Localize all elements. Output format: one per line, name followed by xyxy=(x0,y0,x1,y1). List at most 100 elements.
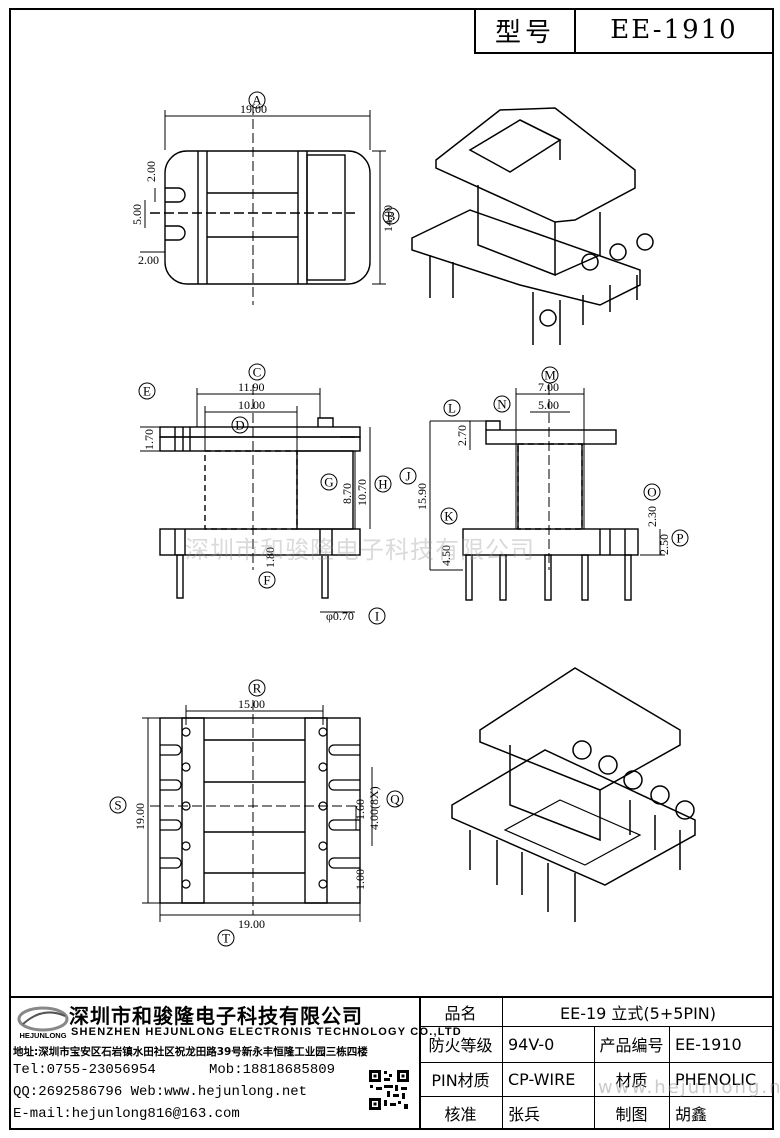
dim-top-width: 19.00 xyxy=(240,102,267,116)
callout-l: L xyxy=(443,399,461,417)
draw-value: 胡鑫 xyxy=(675,1105,708,1124)
svg-text:I: I xyxy=(375,609,379,624)
dim-flange-thick: 1.70 xyxy=(142,429,156,450)
fire-label: 防火等级 xyxy=(428,1036,493,1055)
svg-text:N: N xyxy=(497,397,507,412)
svg-text:F: F xyxy=(263,573,270,588)
model-title-box: 型号 EE-1910 xyxy=(474,8,774,54)
dim-slot-gap: 5.00 xyxy=(130,204,144,225)
dim-bottom-pin-span: 15.00 xyxy=(238,697,265,711)
svg-text:E: E xyxy=(143,384,151,399)
material-value: PHENOLIC xyxy=(675,1069,757,1089)
dim-pin-pitch: 4.00(8X) xyxy=(367,786,381,830)
company-qq-web: QQ:2692586796 Web:www.hejunlong.net xyxy=(13,1084,307,1100)
dim-bottom-width: 19.00 xyxy=(238,917,265,931)
callout-k: K xyxy=(440,507,458,525)
callout-q: Q xyxy=(386,790,404,808)
dim-side-total: 15.90 xyxy=(415,483,429,510)
dim-side-top: 2.70 xyxy=(455,425,469,446)
svg-text:D: D xyxy=(235,418,244,433)
dim-winding-h: 8.70 xyxy=(340,483,354,504)
code-value: EE-1910 xyxy=(675,1034,742,1054)
model-label: 型号 xyxy=(476,8,576,52)
svg-text:H: H xyxy=(378,477,387,492)
svg-text:A: A xyxy=(252,93,262,108)
dim-total-h: 10.70 xyxy=(355,479,369,506)
company-block: HEJUNLONG 深圳市和骏隆电子科技有限公司 SHENZHEN HEJUNL… xyxy=(9,998,461,1130)
name-label: 品名 xyxy=(444,1004,477,1023)
callout-i: I xyxy=(368,607,386,625)
company-tel: Tel:0755-23056954 xyxy=(13,1062,156,1078)
drawing-frame xyxy=(9,8,774,1130)
company-mob: Mob:18818685809 xyxy=(209,1062,336,1078)
fire-value: 94V-0 xyxy=(508,1034,555,1054)
callout-h: H xyxy=(374,475,392,493)
company-qq: QQ:2692586796 xyxy=(13,1084,123,1100)
callout-d: D xyxy=(231,416,249,434)
check-value: 张兵 xyxy=(508,1105,541,1124)
table-vline-2 xyxy=(594,1026,595,1130)
company-web[interactable]: Web:www.hejunlong.net xyxy=(130,1084,308,1100)
qr-code-icon xyxy=(367,1068,411,1112)
draw-label: 制图 xyxy=(615,1105,648,1124)
front-view xyxy=(140,385,371,613)
svg-text:S: S xyxy=(114,798,121,813)
company-name-cn: 深圳市和骏隆电子科技有限公司 xyxy=(69,1004,363,1028)
table-line-3 xyxy=(419,1096,774,1097)
svg-text:G: G xyxy=(324,475,333,490)
model-number: EE-1910 xyxy=(610,15,738,45)
table-vline-3 xyxy=(669,1026,670,1130)
company-name-en: SHENZHEN HEJUNLONG ELECTRONIS TECHNOLOGY… xyxy=(71,1026,462,1038)
callout-o: O xyxy=(643,483,661,501)
pin-value: CP-WIRE xyxy=(508,1069,576,1089)
svg-text:R: R xyxy=(253,681,262,696)
dim-side-pin: 4.50 xyxy=(439,545,453,566)
bottom-view xyxy=(142,700,373,922)
top-view xyxy=(140,105,386,305)
company-email[interactable]: E-mail:hejunlong816@163.com xyxy=(13,1106,240,1122)
table-line-2 xyxy=(419,1062,774,1063)
svg-text:HEJUNLONG: HEJUNLONG xyxy=(19,1031,66,1040)
table-line-1 xyxy=(419,1026,774,1027)
svg-text:Q: Q xyxy=(390,792,400,807)
callout-j: J xyxy=(399,467,417,485)
company-logo-icon: HEJUNLONG xyxy=(17,1006,69,1040)
isometric-bottom xyxy=(451,667,696,922)
dim-slot-lower: 2.00 xyxy=(138,253,159,267)
check-label: 核准 xyxy=(444,1105,477,1124)
table-vline-1 xyxy=(502,998,503,1130)
callout-g: G xyxy=(320,473,338,491)
side-view xyxy=(429,385,665,601)
svg-text:L: L xyxy=(448,401,456,416)
isometric-top xyxy=(411,107,654,345)
callout-b: B xyxy=(382,207,400,225)
callout-c: C xyxy=(248,363,266,381)
dim-side-o: 2.30 xyxy=(645,506,659,527)
callout-p: P xyxy=(671,529,689,547)
dim-pin-hole: 1.60 xyxy=(353,799,367,820)
callout-m: M xyxy=(541,366,559,384)
code-label: 产品编号 xyxy=(599,1036,664,1055)
callout-a: A xyxy=(248,91,266,109)
callout-n: N xyxy=(493,395,511,413)
dim-side-inner: 5.00 xyxy=(538,398,559,412)
watermark-company: 深圳市和骏隆电子科技有限公司 xyxy=(185,536,535,564)
svg-text:K: K xyxy=(444,509,454,524)
dim-pin-dia: φ0.70 xyxy=(326,609,354,623)
dim-front-outer: 11.90 xyxy=(238,380,265,394)
dim-pin-slot: 1.00 xyxy=(353,869,367,890)
pin-label: PIN材质 xyxy=(431,1071,490,1090)
material-label: 材质 xyxy=(615,1071,648,1090)
callout-f: F xyxy=(258,571,276,589)
callout-t: T xyxy=(217,929,235,947)
watermark-url: www.hejunlong.net xyxy=(598,1077,780,1098)
dim-side-p: 2.50 xyxy=(657,534,671,555)
dim-front-inner: 10.00 xyxy=(238,398,265,412)
title-block: HEJUNLONG 深圳市和骏隆电子科技有限公司 SHENZHEN HEJUNL… xyxy=(9,996,774,1130)
name-value: EE-19 立式(5+5PIN) xyxy=(559,1004,717,1023)
callout-r: R xyxy=(248,679,266,697)
svg-text:O: O xyxy=(647,485,656,500)
technical-drawing: 19.00 14.00 2.00 5.00 2.00 11.90 10.00 1… xyxy=(109,91,696,947)
svg-text:J: J xyxy=(405,469,410,484)
svg-text:P: P xyxy=(676,531,683,546)
